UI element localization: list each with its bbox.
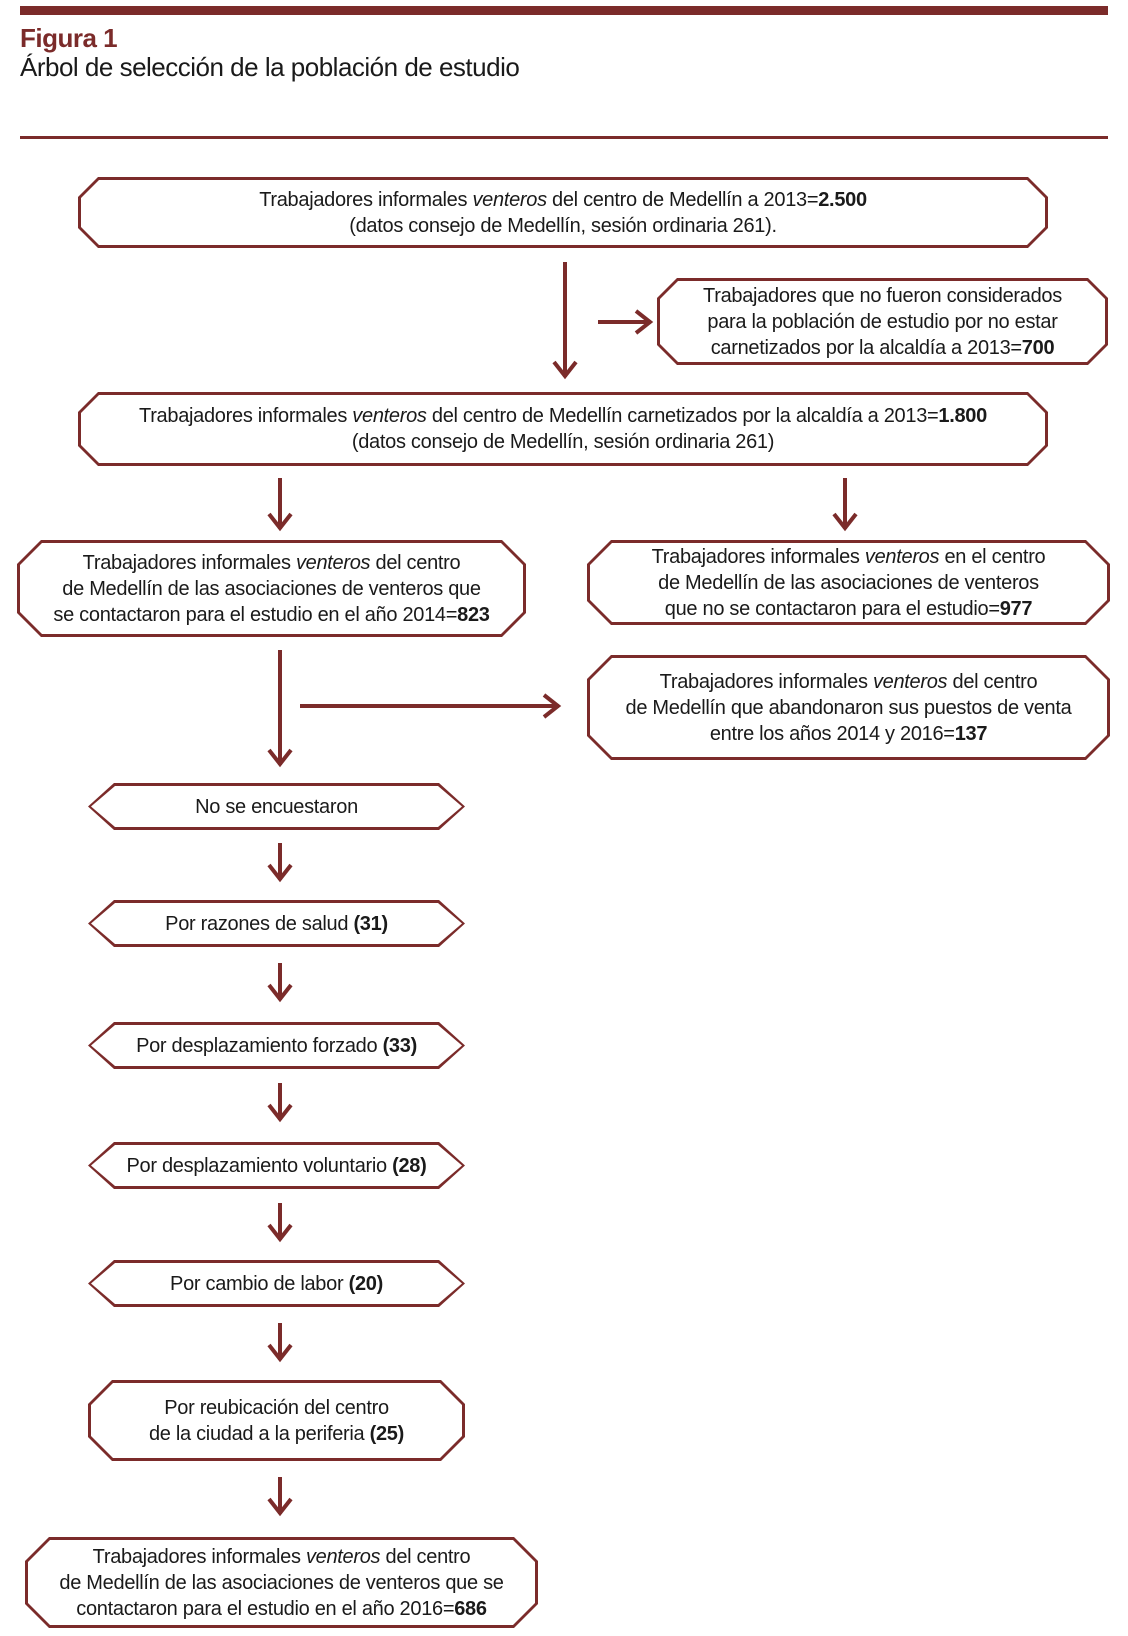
node-text: Trabajadores informales venteros del cen… (59, 1545, 504, 1620)
node-text: Por desplazamiento forzado (33) (136, 1034, 417, 1057)
arrow-down-icon (832, 478, 858, 532)
arrow-down-icon (552, 262, 578, 380)
node-no-se-encuestaron: No se encuestaron (88, 783, 465, 830)
arrow-down-icon (267, 478, 293, 532)
node-abandoned-posts-137: Trabajadores informales venteros del cen… (587, 655, 1110, 760)
node-text: Trabajadores informales venteros del cen… (139, 405, 987, 453)
node-contacted-2016-686: Trabajadores informales venteros del cen… (25, 1537, 538, 1628)
node-text: Por cambio de labor (20) (170, 1272, 383, 1295)
node-cambio-labor-20: Por cambio de labor (20) (88, 1260, 465, 1307)
figure-title: Árbol de selección de la población de es… (20, 52, 520, 82)
arrow-down-icon (267, 1323, 293, 1363)
node-not-contacted-977: Trabajadores informales venteros en el c… (587, 540, 1110, 625)
node-carnetizados-1800: Trabajadores informales venteros del cen… (78, 392, 1048, 466)
arrow-down-icon (267, 650, 293, 768)
node-informal-workers-2013-total: Trabajadores informales venteros del cen… (78, 177, 1048, 248)
top-rule-bar (20, 6, 1108, 15)
arrow-down-icon (267, 1083, 293, 1123)
arrow-down-icon (267, 1477, 293, 1517)
figure-label: Figura 1 (20, 23, 118, 53)
arrow-down-icon (267, 1203, 293, 1243)
arrow-down-icon (267, 843, 293, 883)
node-text: Trabajadores informales venteros del cen… (53, 551, 490, 626)
arrow-down-icon (267, 963, 293, 1003)
arrow-right-icon (300, 693, 562, 719)
node-contacted-2014-823: Trabajadores informales venteros del cen… (17, 540, 526, 637)
node-text: No se encuestaron (195, 795, 358, 818)
node-razones-salud-31: Por razones de salud (31) (88, 900, 465, 947)
node-text: Por razones de salud (31) (165, 912, 388, 935)
node-text: Por desplazamiento voluntario (28) (126, 1154, 427, 1177)
arrow-right-icon (598, 309, 654, 335)
node-text: Trabajadores informales venteros del cen… (625, 670, 1072, 745)
node-desplazamiento-voluntario-28: Por desplazamiento voluntario (28) (88, 1142, 465, 1189)
divider-rule (20, 136, 1108, 139)
node-desplazamiento-forzado-33: Por desplazamiento forzado (33) (88, 1022, 465, 1069)
node-text: Trabajadores informales venteros en el c… (651, 545, 1046, 620)
node-text: Trabajadores informales venteros del cen… (259, 188, 867, 237)
